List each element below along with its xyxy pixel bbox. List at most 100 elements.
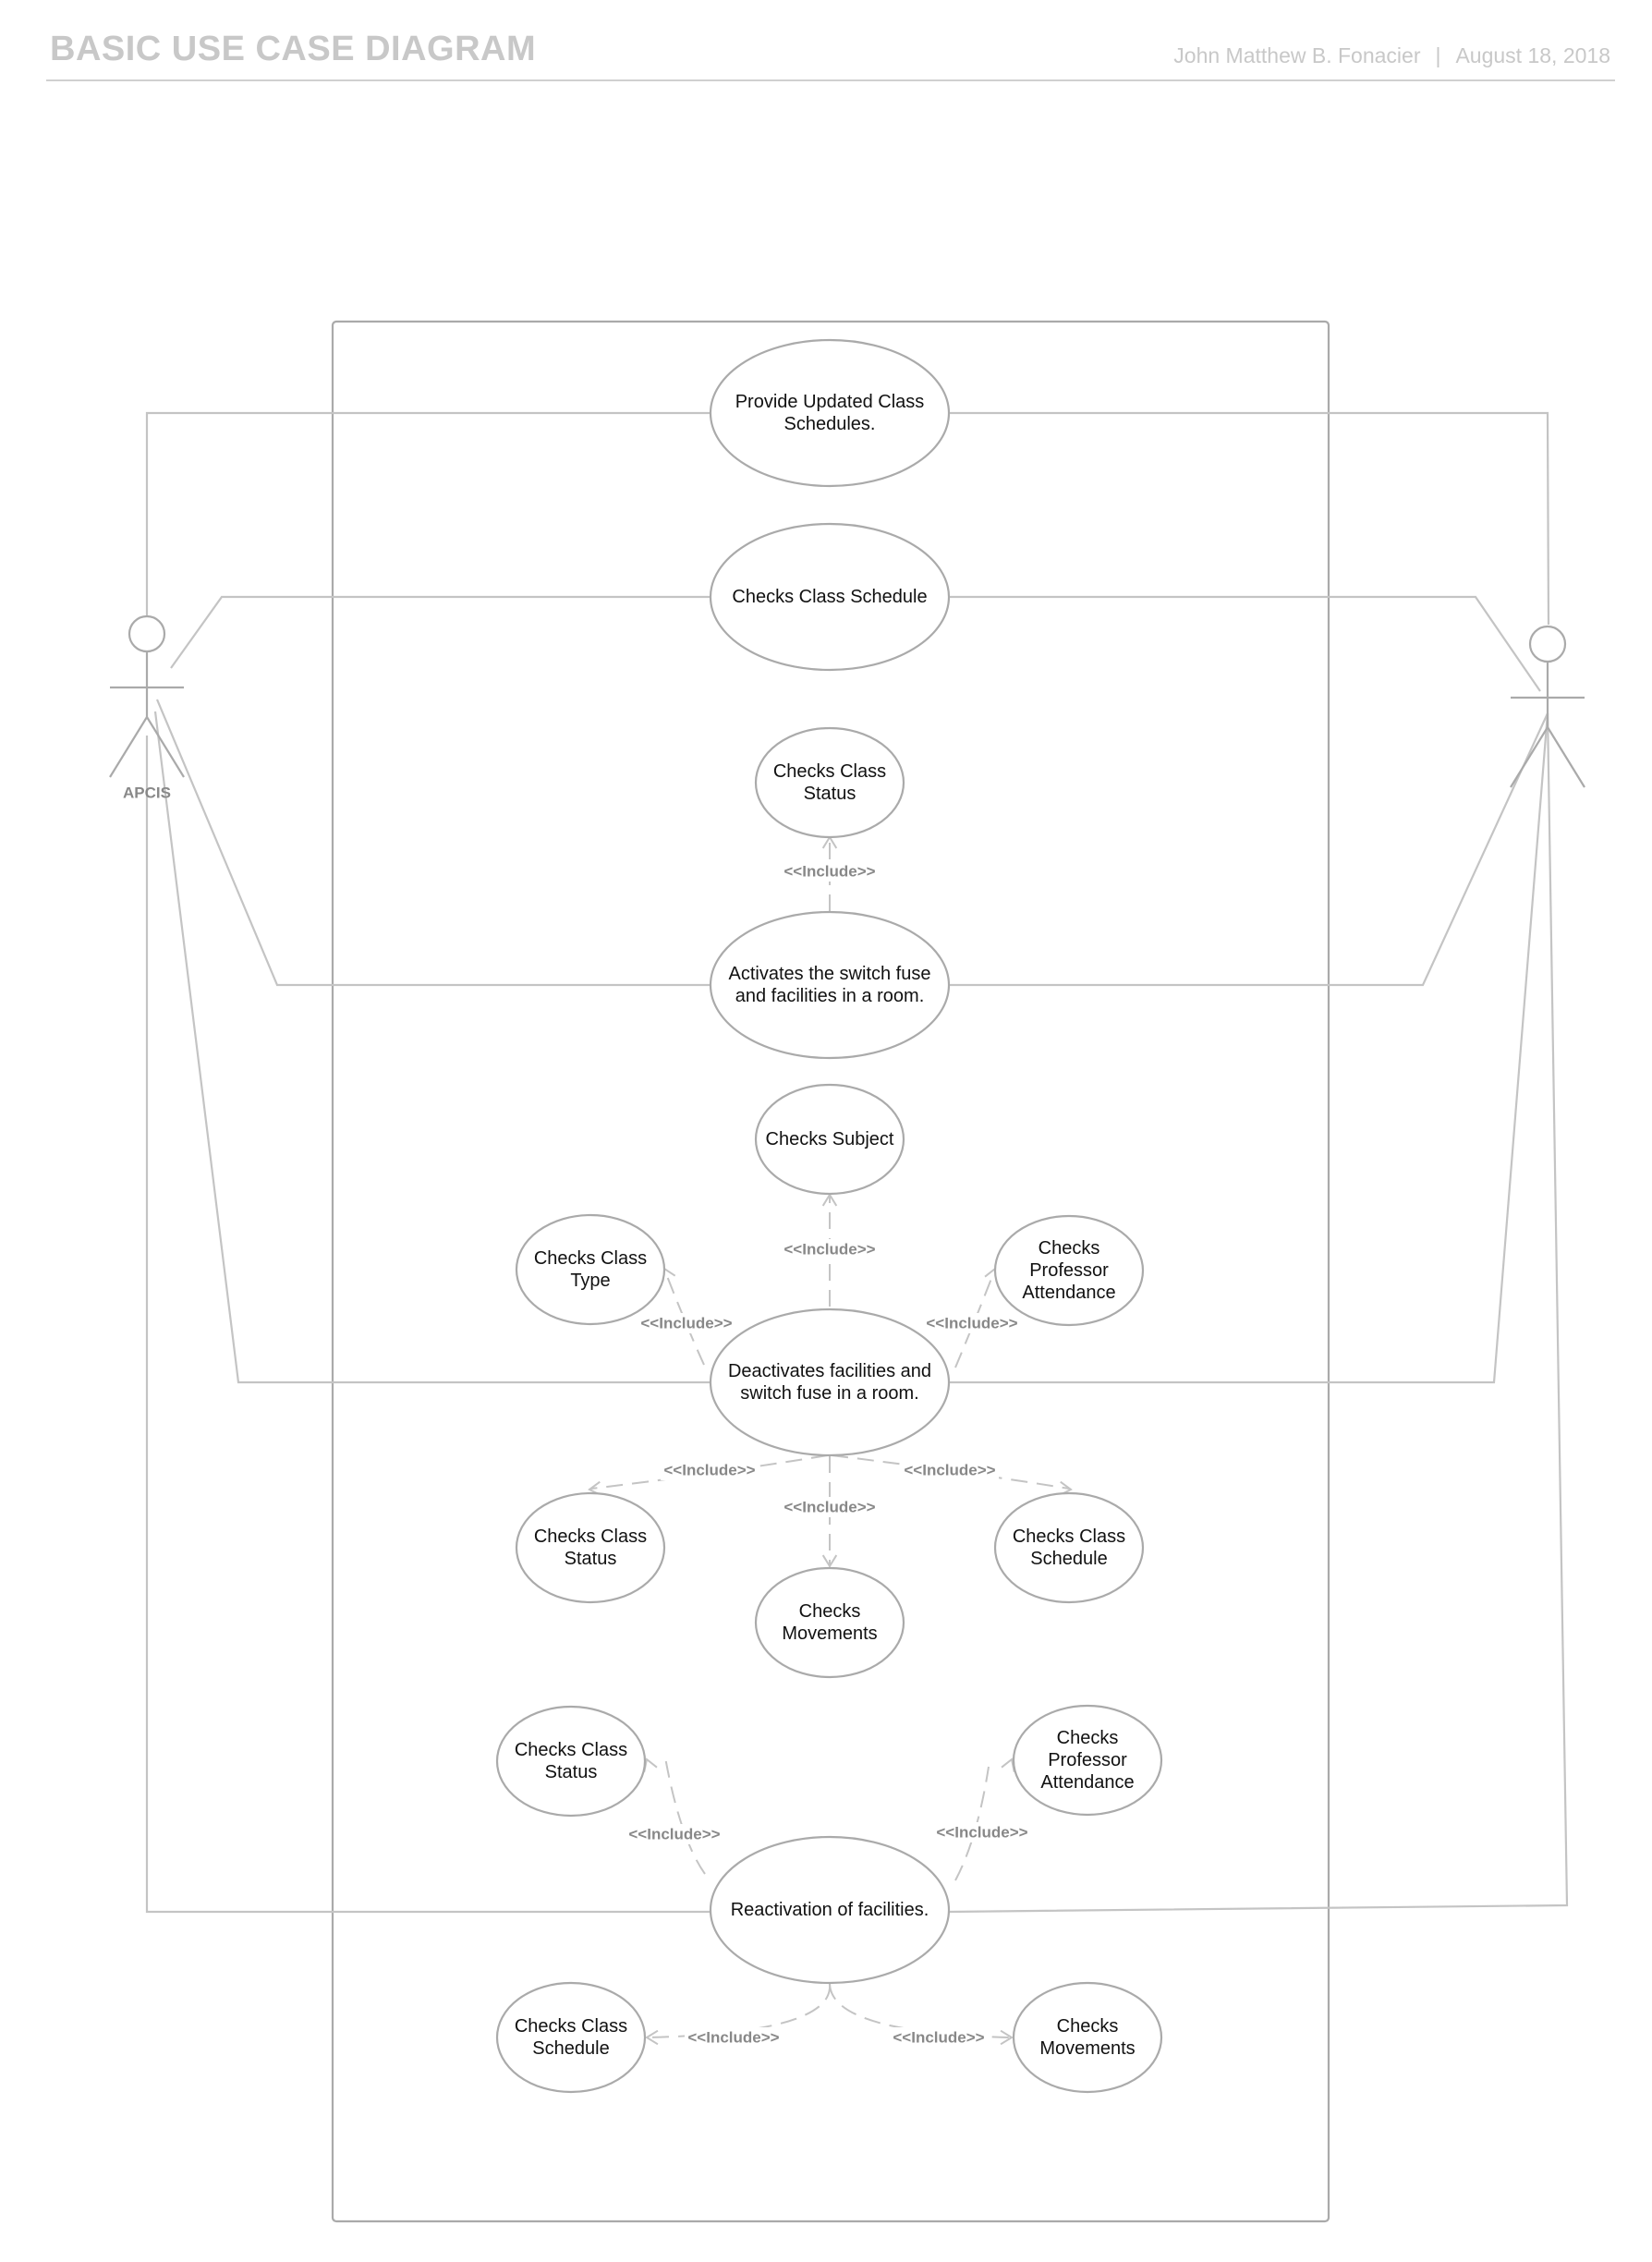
use-case-label: Attendance: [1040, 1772, 1134, 1793]
include-line: [590, 1454, 829, 1490]
include-label-bg: [638, 1313, 735, 1333]
use-case-ellipse: [515, 1213, 666, 1326]
association-line: [948, 712, 1569, 1914]
use-case-label: Checks Class Schedule: [732, 587, 927, 607]
use-case-ellipse: [993, 1214, 1145, 1327]
include-line: [664, 1271, 705, 1366]
association-line: [170, 595, 711, 669]
use-case-label: Movements: [1039, 2038, 1135, 2059]
actor-right-leg: [1547, 726, 1585, 788]
include-relation: <<Include>>: [829, 1983, 1014, 2048]
include-label-bg: [781, 1239, 879, 1259]
association-line: [145, 411, 711, 616]
use-case-label: Attendance: [1022, 1283, 1115, 1303]
include-relation: <<Include>>: [781, 835, 879, 911]
use-case-ellipse: [495, 1981, 647, 2094]
include-label-bg: [890, 2027, 988, 2048]
include-line: [664, 1757, 706, 1875]
actor-head: [1528, 625, 1567, 663]
include-relation: <<Include>>: [781, 1456, 879, 1568]
header-divider: [46, 79, 1615, 81]
use-case-ellipse: [1012, 1981, 1163, 2094]
include-label-bg: [781, 1497, 879, 1517]
use-case-ellipse: [709, 1835, 951, 1985]
arrowhead: [821, 1554, 838, 1568]
include-line: [831, 1454, 1070, 1490]
use-case-ellipse: [1012, 1704, 1163, 1817]
include-label-bg: [933, 1822, 1031, 1842]
use-case-label: Status: [565, 1549, 617, 1569]
include-label: <<Include>>: [904, 1462, 995, 1479]
use-case-ellipse: [495, 1705, 647, 1818]
include-label: <<Include>>: [926, 1315, 1017, 1332]
include-relation: <<Include>>: [645, 1983, 832, 2048]
use-case-label: Checks Class: [534, 1248, 647, 1269]
page-header: BASIC USE CASE DIAGRAM John Matthew B. F…: [0, 0, 1652, 92]
include-label: <<Include>>: [893, 2029, 984, 2047]
use-case-label: and facilities in a room.: [735, 986, 925, 1006]
include-label: <<Include>>: [640, 1315, 732, 1332]
use-case-ellipse: [993, 1491, 1145, 1604]
include-label-bg: [626, 1824, 723, 1844]
include-label-bg: [661, 1460, 759, 1480]
use-case-label: Checks Class: [515, 1740, 627, 1760]
actor-label: APCIS: [123, 784, 171, 802]
include-label: <<Include>>: [628, 1826, 720, 1843]
use-case-ellipse: [515, 1491, 666, 1604]
author-name: John Matthew B. Fonacier: [1173, 43, 1421, 67]
use-case-label: Checks Class: [1013, 1526, 1125, 1547]
use-case-label: Schedule: [532, 2038, 609, 2059]
actors: APCIS: [109, 614, 1585, 802]
include-label: <<Include>>: [783, 863, 875, 881]
association-line: [949, 595, 1541, 692]
actor-left: APCIS: [109, 614, 185, 802]
include-relation: <<Include>>: [831, 1454, 1073, 1497]
use-case-uc2: Checks Class Schedule: [709, 522, 951, 672]
system-boundary: [331, 320, 1330, 2223]
include-relation: <<Include>>: [588, 1454, 829, 1497]
association-line: [949, 712, 1549, 1384]
arrowhead: [645, 2029, 659, 2046]
use-case-label: Deactivates facilities and: [728, 1361, 931, 1381]
actor-left-leg: [1510, 726, 1549, 788]
include-relation: <<Include>>: [923, 1267, 1021, 1368]
use-case-ellipse: [709, 338, 951, 488]
use-case-label: Schedule: [1030, 1549, 1107, 1569]
include-label-bg: [901, 1460, 999, 1480]
use-case-label: Activates the switch fuse: [729, 964, 931, 984]
include-label: <<Include>>: [783, 1499, 875, 1516]
use-case-ellipse: [754, 1566, 905, 1679]
diagram-title: BASIC USE CASE DIAGRAM: [50, 30, 537, 68]
use-case-label: Schedules.: [784, 414, 876, 434]
use-case-uc14: Reactivation of facilities.: [709, 1835, 951, 1985]
use-case-ellipse: [709, 522, 951, 672]
use-case-label: Checks: [799, 1601, 861, 1622]
use-case-label: Provide Updated Class: [735, 392, 925, 412]
include-label-bg: [923, 1313, 1021, 1333]
use-case-ellipse: [754, 726, 905, 839]
use-case-label: Reactivation of facilities.: [731, 1900, 929, 1920]
use-case-uc5: Checks Subject: [754, 1083, 905, 1196]
association-line: [155, 699, 711, 987]
use-case-ellipse: [709, 1307, 951, 1457]
include-relation: <<Include>>: [626, 1757, 723, 1875]
actor-right-leg: [146, 716, 185, 778]
include-label-bg: [685, 2027, 783, 2048]
include-line: [954, 1271, 995, 1368]
use-case-label: Checks: [1057, 1728, 1119, 1748]
include-label: <<Include>>: [783, 1241, 875, 1259]
arrowhead: [643, 1757, 658, 1772]
use-case-label: Checks Class: [773, 761, 886, 782]
use-case-label: Checks Class: [534, 1526, 647, 1547]
document-meta: John Matthew B. Fonacier|August 18, 2018: [1173, 43, 1610, 68]
